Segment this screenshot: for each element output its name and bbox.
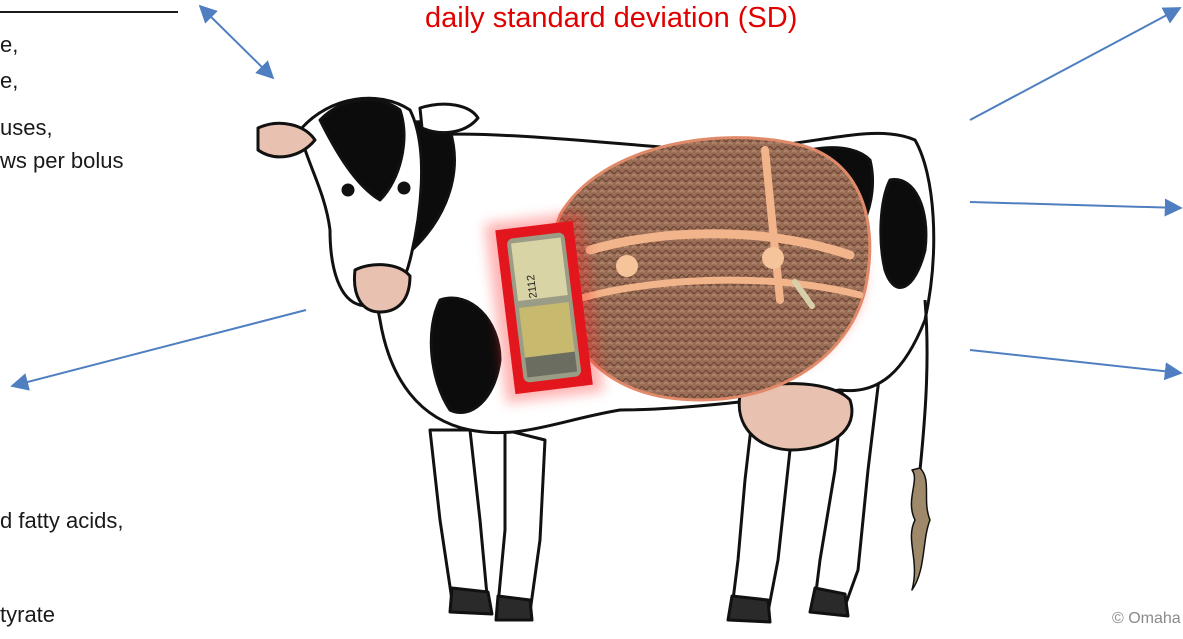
left-text-line-6: tyrate (0, 602, 55, 628)
left-text-line-5: d fatty acids, (0, 508, 124, 534)
arrow-right-top (970, 8, 1180, 120)
left-text-line-2: e, (0, 68, 18, 94)
left-text-line-3: uses, (0, 115, 53, 141)
arrow-right-middle (970, 202, 1181, 208)
left-text-line-1: e, (0, 32, 18, 58)
left-text-line-4: ws per bolus (0, 148, 124, 174)
chart-title: daily standard deviation (SD) (425, 2, 797, 35)
arrow-right-bottom (970, 350, 1181, 373)
copyright-notice: © Omaha (1112, 610, 1181, 628)
bidirectional-arrow-topleft (200, 6, 273, 78)
arrow-to-left-bottom (12, 310, 306, 386)
